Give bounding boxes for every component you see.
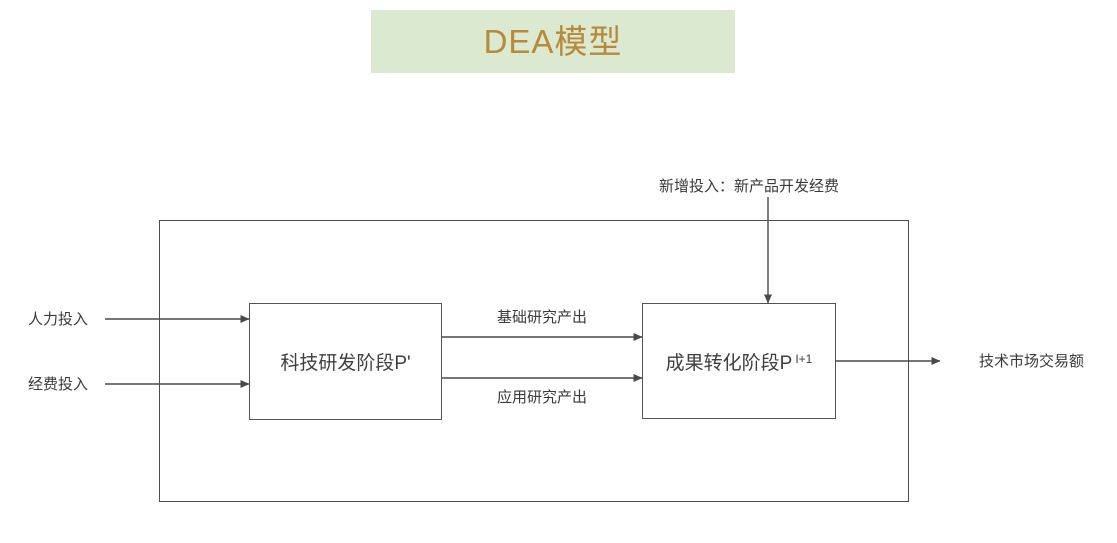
stage2-superscript: I+1: [795, 352, 813, 366]
flow-label-basic-research: 基础研究产出: [496, 309, 587, 326]
output-label: 技术市场交易额: [979, 353, 1085, 370]
title-banner: DEA模型: [371, 10, 735, 73]
stage2-label: 成果转化阶段P: [665, 352, 793, 374]
stage1-box: 科技研发阶段P': [249, 303, 442, 420]
flow-label-applied-research: 应用研究产出: [496, 389, 587, 406]
new-input-label: 新增投入：新产品开发经费: [659, 178, 840, 195]
input-label-human: 人力投入: [28, 311, 89, 328]
input-label-fund: 经费投入: [28, 376, 89, 393]
stage1-label: 科技研发阶段P': [280, 353, 411, 374]
page-title: DEA模型: [483, 23, 623, 60]
